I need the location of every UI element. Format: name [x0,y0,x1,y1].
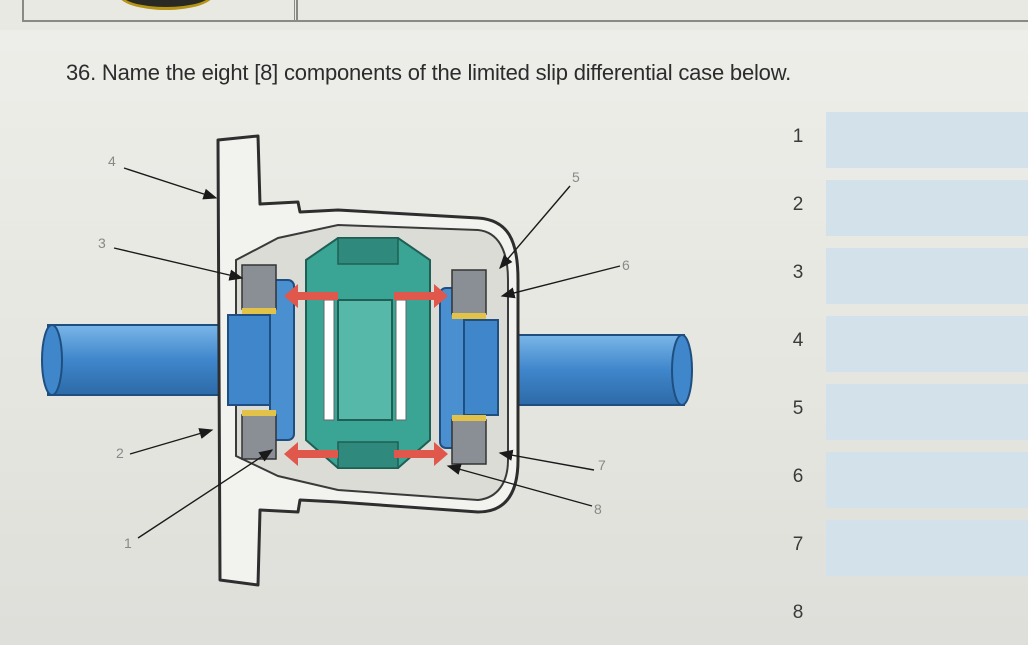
callout-label: 6 [622,257,630,273]
answer-row: 3 [780,248,1028,304]
answer-number: 4 [792,330,804,351]
callout-label: 1 [124,535,132,551]
answer-field[interactable] [826,384,1028,440]
axle-right [497,334,693,406]
differential-diagram: 4 3 2 1 5 6 7 8 [41,134,693,587]
answer-number: 2 [792,194,804,215]
answer-number: 1 [792,126,804,147]
leader-lines [113,167,621,539]
answer-row: 8 [780,588,1028,642]
answer-row: 2 [780,180,1028,236]
answer-number: 6 [792,466,804,487]
side-gear-right [439,287,499,449]
callout-labels: 4 3 2 1 5 6 7 8 [98,153,630,551]
answer-number: 8 [792,602,804,623]
answer-field[interactable] [826,520,1028,576]
answer-number: 5 [792,398,804,419]
table-cell-left [22,0,298,22]
force-arrows [284,284,448,466]
callout-label: 8 [594,501,602,517]
clutch-pack [241,264,487,465]
answer-number: 3 [792,262,804,283]
answer-field[interactable] [826,180,1028,236]
previous-question-table-edge [0,0,1028,30]
callout-label: 5 [572,169,580,185]
callout-label: 7 [598,457,606,473]
answer-row: 1 [780,112,1028,168]
callout-label: 3 [98,235,106,251]
answer-row: 6 [780,452,1028,508]
question-text: 36. Name the eight [8] components of the… [66,60,792,85]
callout-label: 4 [108,153,116,169]
answer-field[interactable] [826,112,1028,168]
answer-field[interactable] [826,452,1028,508]
answer-field[interactable] [826,248,1028,304]
side-gear-left [227,279,295,441]
cross-shaft [323,299,407,421]
answer-row: 7 [780,520,1028,576]
callout-label: 2 [116,445,124,461]
answer-row: 5 [780,384,1028,440]
answer-row: 4 [780,316,1028,372]
table-cell-right [294,0,1028,22]
answer-number: 7 [792,534,804,555]
answer-field[interactable] [826,316,1028,372]
